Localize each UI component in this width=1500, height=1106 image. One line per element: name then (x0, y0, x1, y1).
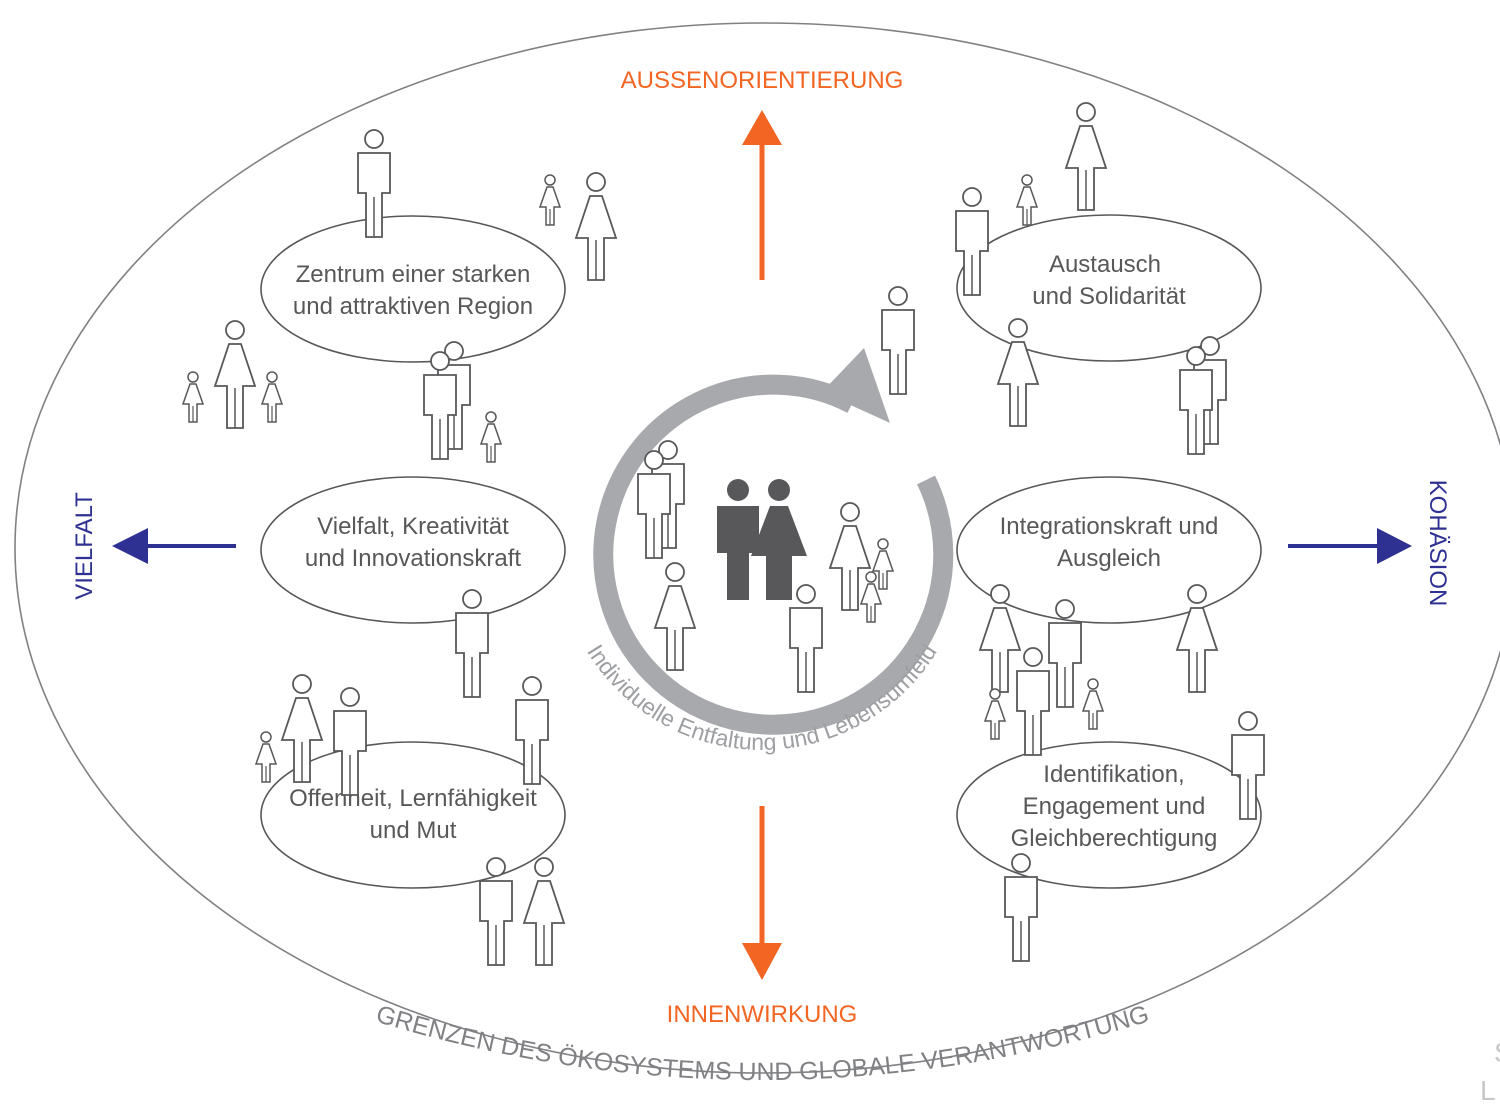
bubble-offenheit-line1: Offenheit, Lernfähigkeit (289, 785, 537, 812)
bubble-zentrum-line1: Zentrum einer starken (296, 261, 531, 288)
person-man-icon (638, 441, 684, 558)
axis-label-top: AUSSENORIENTIERUNG (621, 67, 904, 94)
bubble-identifikation-line3: Gleichberechtigung (1011, 825, 1218, 852)
bubble-zentrum-line2: und attraktiven Region (293, 293, 533, 320)
person-woman-icon (575, 172, 617, 281)
bubble-austausch: Austausch und Solidarität (956, 214, 1262, 362)
bubble-integration-line2: Ausgleich (1057, 545, 1161, 572)
corner-fragment-2: L (1480, 1075, 1496, 1106)
ecosystem-boundary (14, 22, 1500, 1074)
person-child-icon (182, 371, 204, 423)
person-child-icon (261, 371, 283, 423)
person-child-icon (860, 571, 882, 623)
person-man-icon (424, 342, 470, 459)
person-woman-icon (654, 562, 696, 671)
bubble-integration: Integrationskraft und Ausgleich (956, 476, 1262, 624)
person-man-icon (1180, 337, 1226, 454)
axis-label-right: KOHÄSION (1424, 480, 1451, 607)
corner-fragment-1: S (1494, 1037, 1500, 1068)
person-child-icon (539, 174, 561, 226)
person-man-icon (881, 286, 915, 395)
person-child-icon (1016, 174, 1038, 226)
arrow-left-icon (112, 528, 236, 564)
couple-icon (717, 479, 807, 600)
bubble-offenheit: Offenheit, Lernfähigkeit und Mut (260, 741, 566, 889)
person-child-icon (984, 688, 1006, 740)
person-woman-icon (523, 857, 565, 966)
bubble-austausch-line1: Austausch (1049, 251, 1161, 278)
bubble-vielfalt-line1: Vielfalt, Kreativität (317, 513, 509, 540)
person-woman-icon (1065, 102, 1107, 211)
axis-label-left: VIELFALT (71, 492, 98, 600)
bubble-offenheit-line2: und Mut (370, 817, 457, 844)
bubble-zentrum: Zentrum einer starken und attraktiven Re… (260, 215, 566, 363)
bubble-vielfalt: Vielfalt, Kreativität und Innovationskra… (260, 476, 566, 624)
arrow-right-icon (1288, 528, 1412, 564)
bubble-austausch-line2: und Solidarität (1032, 283, 1186, 310)
cycle-arrow-icon (593, 348, 954, 735)
person-child-icon (1082, 678, 1104, 730)
arrow-up-icon (742, 110, 782, 280)
bubble-integration-line1: Integrationskraft und (1000, 513, 1219, 540)
person-man-icon (1016, 647, 1050, 756)
person-child-icon (480, 411, 502, 463)
arrow-down-icon (742, 806, 782, 980)
bubble-identifikation-line1: Identifikation, (1043, 761, 1184, 788)
bubble-identifikation-line2: Engagement und (1023, 793, 1206, 820)
bubble-vielfalt-line2: und Innovationskraft (305, 545, 521, 572)
person-child-icon (255, 731, 277, 783)
axis-label-bottom: INNENWIRKUNG (667, 1001, 858, 1028)
bubble-identifikation: Identifikation, Engagement und Gleichber… (956, 741, 1262, 889)
person-woman-icon (214, 320, 256, 429)
person-man-icon (789, 584, 823, 693)
person-child-icon (872, 538, 894, 590)
